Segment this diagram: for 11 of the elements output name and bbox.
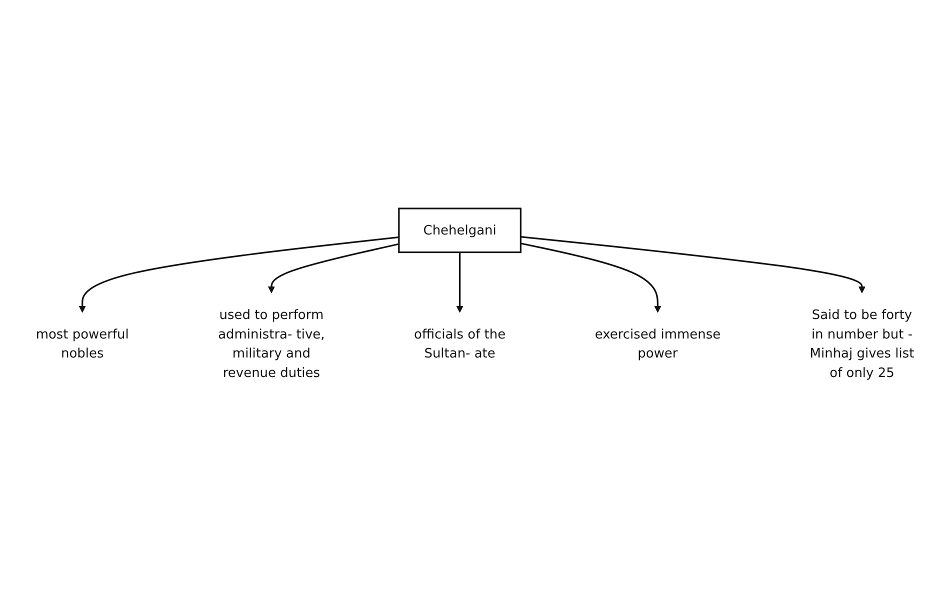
arrow bbox=[520, 236, 866, 293]
arrow bbox=[456, 252, 464, 312]
node-text: used to perform administra- tive, military and revenue duties bbox=[218, 306, 325, 380]
node-text: officials of the Sultan- ate bbox=[414, 326, 506, 361]
arrow bbox=[520, 242, 662, 312]
node-text: exercised immense power bbox=[594, 326, 721, 361]
arrow bbox=[78, 236, 400, 312]
arrow bbox=[268, 242, 400, 293]
node-text: Said to be forty in number but - Minhaj gives list of only 25 bbox=[810, 306, 914, 380]
node-box: Chehelgani bbox=[398, 207, 522, 253]
node-text: most powerful nobles bbox=[36, 326, 129, 361]
